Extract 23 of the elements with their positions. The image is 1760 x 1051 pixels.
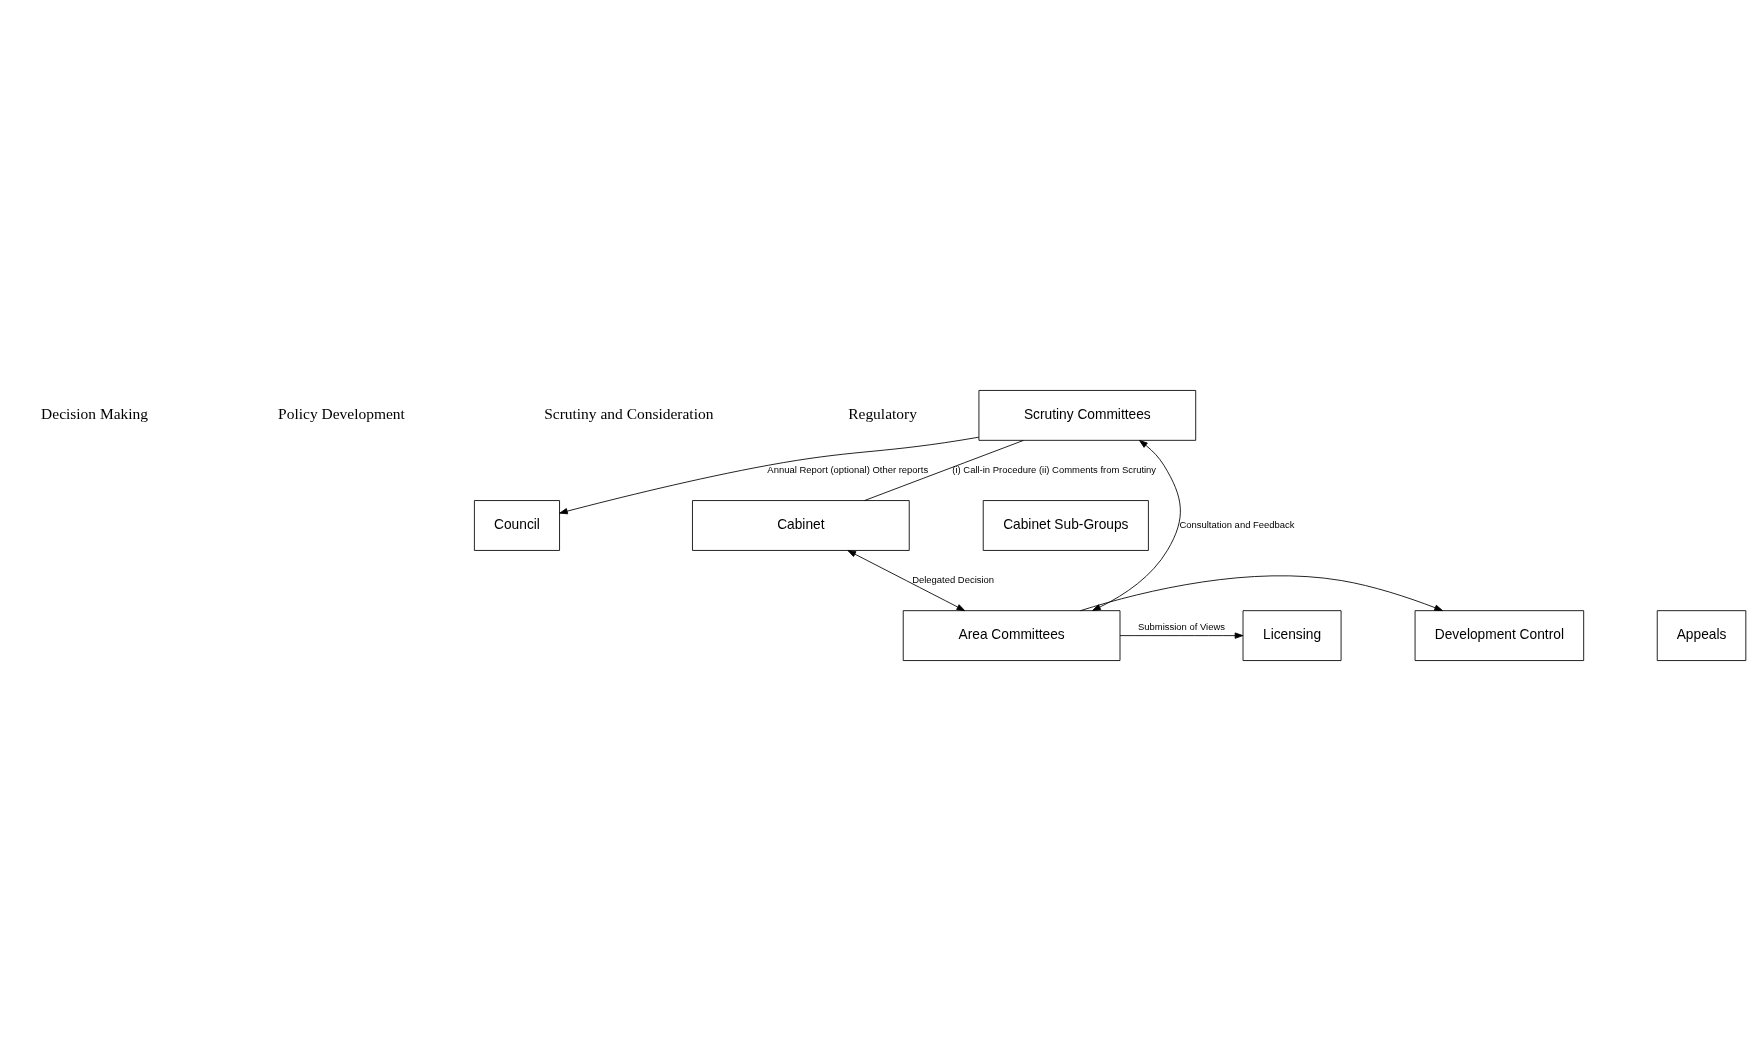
label: Scrutiny and Consideration bbox=[544, 405, 714, 423]
node-box: Council bbox=[473, 500, 560, 551]
connector bbox=[864, 440, 1024, 501]
label: Policy Development bbox=[278, 405, 405, 423]
node-box: Area Committees bbox=[902, 610, 1121, 661]
node-box: Cabinet Sub-Groups bbox=[982, 500, 1149, 551]
arrow bbox=[847, 550, 966, 612]
edge-label: (i) Call-in Procedure (ii) Comments from Scrutiny bbox=[952, 463, 1157, 475]
arrow bbox=[1119, 632, 1244, 639]
node-box: Development Control bbox=[1414, 610, 1585, 661]
arrow bbox=[559, 436, 980, 515]
edge-label: Annual Report (optional) Other reports bbox=[767, 463, 929, 475]
edge-label: Submission of Views bbox=[1137, 621, 1226, 633]
node-box: Cabinet bbox=[692, 500, 910, 551]
node-box: Appeals bbox=[1656, 610, 1747, 661]
arrow bbox=[1092, 440, 1181, 611]
edge-label: Consultation and Feedback bbox=[1179, 518, 1295, 530]
node-box: Licensing bbox=[1242, 610, 1342, 661]
arrow bbox=[1080, 575, 1443, 612]
label: Regulatory bbox=[848, 405, 917, 423]
edge-label: Delegated Decision bbox=[912, 573, 995, 585]
node-box: Scrutiny Committees bbox=[978, 390, 1197, 441]
label: Decision Making bbox=[41, 405, 149, 423]
